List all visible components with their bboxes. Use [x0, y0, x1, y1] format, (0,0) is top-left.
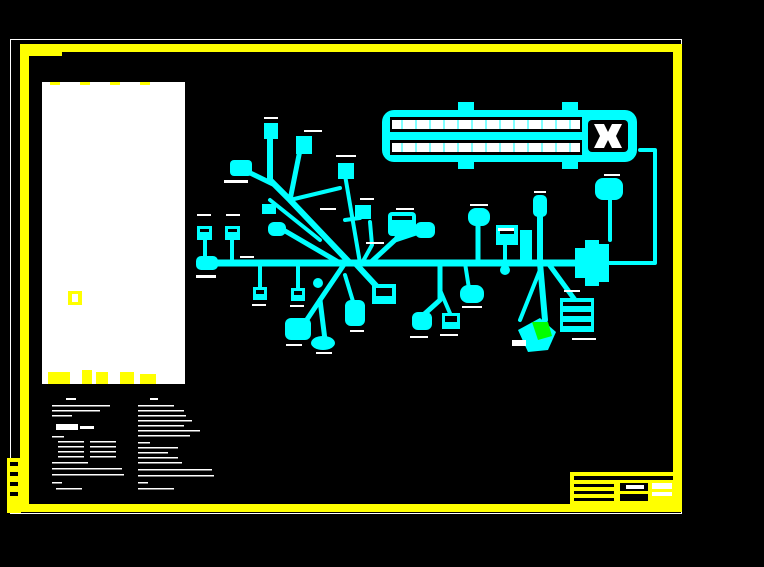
parts-table-panel — [42, 82, 185, 384]
technical-notes-left — [52, 398, 124, 490]
highlighted-component — [512, 318, 556, 352]
ecu-connector-icon — [382, 102, 637, 169]
title-block — [570, 472, 673, 505]
technical-notes-right — [138, 398, 214, 490]
parts-table-header-marks — [50, 82, 150, 85]
drawing-frame — [7, 44, 682, 513]
frame-binding-marks — [10, 462, 18, 496]
connector-label-tags — [196, 117, 620, 354]
connector-detail-marks — [200, 216, 591, 326]
parts-table-footer-marks — [48, 370, 156, 384]
